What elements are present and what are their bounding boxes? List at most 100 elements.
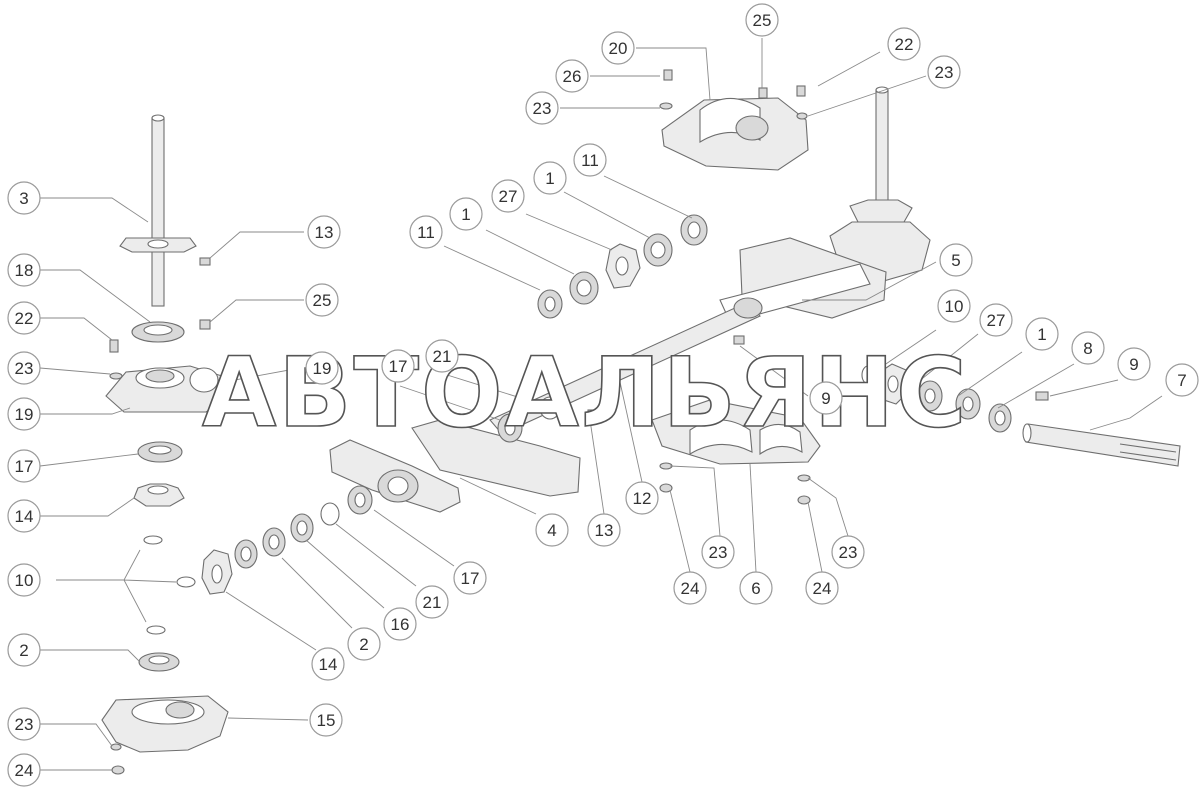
callout-label: 4: [547, 521, 556, 540]
callout-label: 22: [895, 35, 914, 54]
callout-circle: [305, 351, 339, 385]
callout-circle: [7, 351, 41, 385]
callout-circle: [7, 397, 41, 431]
callout-16: 16: [383, 607, 417, 641]
bearing-2-bottom-a: [234, 539, 258, 569]
callout-label: 3: [19, 189, 28, 208]
callout-label: 21: [433, 347, 452, 366]
callout-label: 23: [839, 543, 858, 562]
callout-circle: [7, 753, 41, 787]
callout-label: 17: [389, 357, 408, 376]
bearing-17-center: [497, 413, 523, 443]
callout-label: 10: [15, 571, 34, 590]
callout-circle: [7, 181, 41, 215]
callout-1-right: 1: [1025, 317, 1059, 351]
nut-23-left: [109, 372, 123, 380]
callout-circle: [1025, 317, 1059, 351]
callout-23-topleft: 23: [525, 91, 559, 125]
callout-24-bottom-left: 24: [7, 753, 41, 787]
housing-6: [651, 399, 821, 465]
gear-14-left: [133, 483, 185, 507]
callout-circle: [673, 571, 707, 605]
bolt-25-left: [199, 319, 211, 330]
callout-circle: [7, 449, 41, 483]
callout-23-bottom-mid: 23: [701, 535, 735, 569]
nut-24-mid: [659, 483, 673, 493]
callout-label: 12: [633, 489, 652, 508]
nut-24-right: [797, 495, 811, 505]
callout-label: 25: [753, 11, 772, 30]
bearing-17-bottom: [347, 485, 373, 515]
pin-13-left: [199, 257, 211, 266]
callout-22-left: 22: [7, 301, 41, 335]
callout-circle: [809, 381, 843, 415]
callout-label: 18: [15, 261, 34, 280]
callout-circle: [625, 481, 659, 515]
callout-13-bottom: 13: [587, 513, 621, 547]
seal-11-mid: [537, 289, 563, 319]
callout-label: 25: [313, 291, 332, 310]
callout-label: 19: [313, 359, 332, 378]
callout-circle: [347, 627, 381, 661]
callout-15: 15: [309, 703, 343, 737]
callout-circle: [7, 253, 41, 287]
callout-label: 13: [315, 223, 334, 242]
callout-circle: [311, 647, 345, 681]
callout-circle: [307, 215, 341, 249]
bolt-22-left: [109, 339, 119, 353]
callout-10-right: 10: [937, 289, 971, 323]
leader-lines: [39, 38, 1163, 771]
callout-label: 16: [391, 615, 410, 634]
callout-17-bottom: 17: [453, 561, 487, 595]
callout-circle: [453, 561, 487, 595]
callout-23-left: 23: [7, 351, 41, 385]
bearing-17-left: [137, 441, 183, 463]
callout-circle: [745, 3, 779, 37]
callout-26: 26: [555, 59, 589, 93]
callout-label: 10: [945, 297, 964, 316]
vertical-shaft-right: [829, 86, 931, 283]
bearing-1-top: [643, 233, 673, 267]
callout-circle: [701, 535, 735, 569]
callout-label: 22: [15, 309, 34, 328]
bolt-9-right: [1035, 391, 1049, 401]
callout-18: 18: [7, 253, 41, 287]
callout-circle: [739, 571, 773, 605]
callout-circle: [309, 703, 343, 737]
seal-8: [988, 403, 1012, 433]
shaft-7: [1022, 423, 1181, 467]
callout-label: 6: [751, 579, 760, 598]
callout-14-left: 14: [7, 499, 41, 533]
callout-circle: [305, 283, 339, 317]
callout-label: 13: [595, 521, 614, 540]
callout-circle: [927, 55, 961, 89]
housing-19: [105, 365, 227, 413]
callout-17-left: 17: [7, 449, 41, 483]
ring-10-top: [143, 535, 163, 545]
callout-19-left: 19: [7, 397, 41, 431]
callout-20: 20: [601, 31, 635, 65]
callout-21-center: 21: [425, 339, 459, 373]
bearing-18: [131, 321, 185, 343]
callout-circle: [573, 143, 607, 177]
callout-1-mid: 1: [449, 197, 483, 231]
callout-11-mid: 11: [409, 215, 443, 249]
cover-15: [101, 695, 229, 753]
callout-8: 8: [1071, 331, 1105, 365]
callout-12: 12: [625, 481, 659, 515]
callout-19-right: 19: [305, 351, 339, 385]
callout-label: 23: [15, 359, 34, 378]
bolt-25-top: [758, 87, 768, 99]
callout-label: 23: [709, 543, 728, 562]
callout-21-bottom: 21: [415, 585, 449, 619]
nut-23-bottom-left: [110, 743, 122, 751]
ring-10-mid: [176, 576, 196, 588]
callout-9-right: 9: [1117, 347, 1151, 381]
callout-label: 2: [19, 641, 28, 660]
callout-25-left: 25: [305, 283, 339, 317]
bearing-16: [290, 513, 314, 543]
callout-7: 7: [1165, 363, 1199, 397]
bearing-2-left: [138, 652, 180, 672]
nut-23-bottom-right: [797, 474, 811, 482]
callout-23-topright: 23: [927, 55, 961, 89]
